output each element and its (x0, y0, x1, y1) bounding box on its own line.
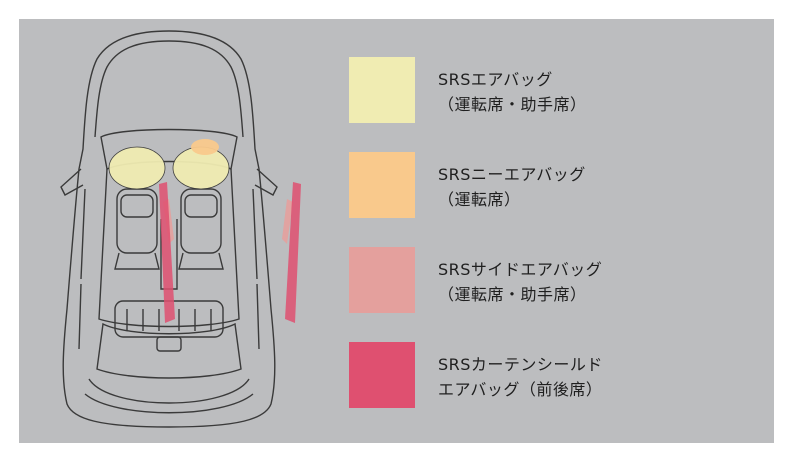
legend-line2: （運転席・助手席） (438, 95, 587, 114)
legend-swatch-front (349, 57, 415, 123)
legend-line2: （運転席・助手席） (438, 285, 587, 304)
curtain-airbag-right (285, 182, 301, 323)
legend-swatch-side (349, 247, 415, 313)
legend-line1: SRSニーエアバッグ (438, 165, 586, 184)
legend-label: SRSエアバッグ （運転席・助手席） (438, 67, 587, 117)
car-top-view-icon (60, 30, 301, 428)
legend-line1: SRSサイドエアバッグ (438, 260, 603, 279)
legend-swatch-curtain (349, 342, 415, 408)
legend-line1: SRSエアバッグ (438, 70, 553, 89)
legend-label: SRSニーエアバッグ （運転席） (438, 162, 586, 212)
legend-label: SRSカーテンシールド エアバッグ（前後席） (438, 352, 603, 402)
front-airbag-driver (108, 146, 166, 190)
legend-line2: （運転席） (438, 190, 521, 209)
diagram-panel: SRSエアバッグ （運転席・助手席） SRSニーエアバッグ （運転席） SRSサ… (19, 19, 774, 443)
legend-swatch-knee (349, 152, 415, 218)
side-airbag-right (282, 199, 293, 244)
legend-line1: SRSカーテンシールド (438, 355, 603, 374)
curtain-airbag-left (159, 182, 175, 323)
knee-airbag-driver (191, 139, 219, 155)
legend-line2: エアバッグ（前後席） (438, 380, 603, 399)
legend-label: SRSサイドエアバッグ （運転席・助手席） (438, 257, 602, 307)
